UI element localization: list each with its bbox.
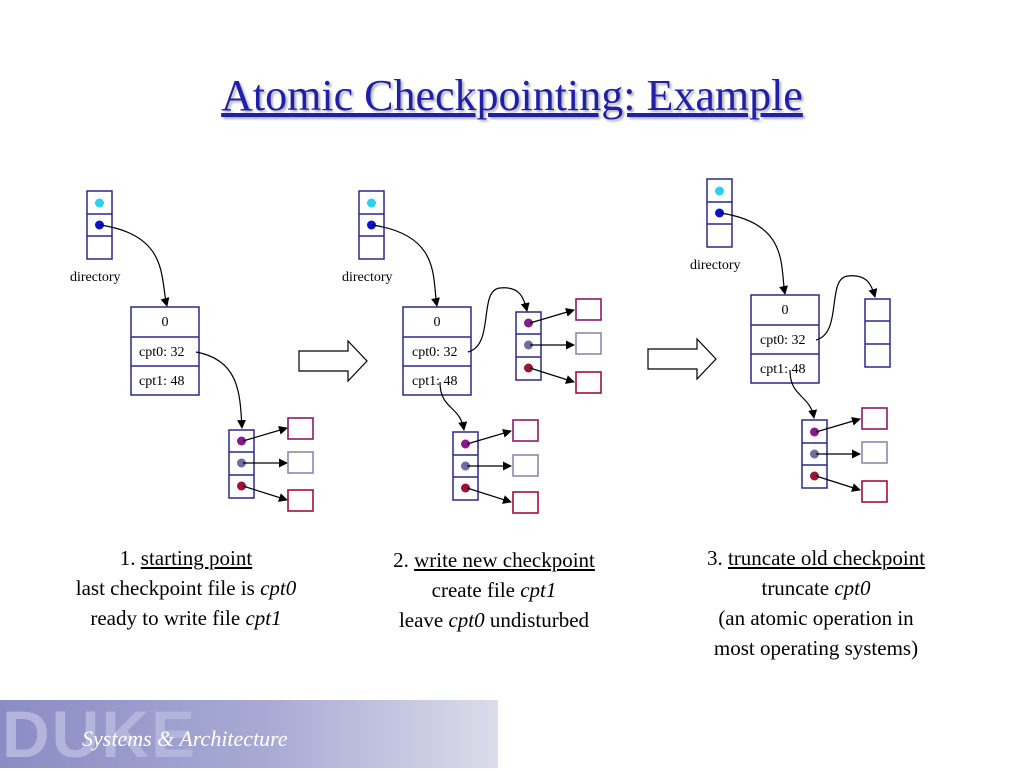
step-2-caption: 2. write new checkpoint create file cpt1… bbox=[393, 548, 595, 632]
svg-text:cpt0: 32: cpt0: 32 bbox=[412, 345, 458, 360]
step-1-caption: 1. starting point last checkpoint file i… bbox=[75, 546, 297, 630]
directory-label: directory bbox=[70, 270, 121, 285]
new-file-index-block bbox=[515, 311, 542, 381]
transition-arrow-1 bbox=[298, 339, 368, 383]
inode-cpt1: cpt1: 48 bbox=[139, 374, 185, 389]
slide-title: Atomic Checkpointing: Example bbox=[221, 71, 803, 120]
data-block-2 bbox=[287, 451, 314, 474]
directory-entry-dot bbox=[95, 198, 104, 208]
panel-2: directory 0 cpt0: 32 cpt1: 48 bbox=[342, 190, 602, 514]
inode-box: 0 cpt0: 32 cpt1: 48 bbox=[750, 294, 820, 384]
directory-table bbox=[706, 178, 733, 248]
truncated-index-block bbox=[864, 298, 891, 368]
step-2-heading: write new checkpoint bbox=[414, 548, 595, 572]
inode-box: 0 cpt0: 32 cpt1: 48 bbox=[402, 306, 472, 396]
directory-label: directory bbox=[690, 258, 741, 273]
file-index-block bbox=[801, 419, 828, 489]
step-3-caption: 3. truncate old checkpoint truncate cpt0… bbox=[706, 546, 926, 660]
footer-text: Systems & Architecture bbox=[82, 726, 288, 751]
svg-text:0: 0 bbox=[434, 315, 441, 330]
directory-table bbox=[86, 190, 113, 260]
step-3-heading: truncate old checkpoint bbox=[727, 546, 926, 570]
checkpoint-diagram: directory 0 cpt0: 32 cpt1: 48 bbox=[70, 178, 891, 514]
directory-label: directory bbox=[342, 270, 393, 285]
svg-text:cpt0: 32: cpt0: 32 bbox=[760, 333, 806, 348]
svg-text:cpt1: 48: cpt1: 48 bbox=[760, 362, 806, 377]
svg-text:0: 0 bbox=[782, 303, 789, 318]
duke-logo: DUKE bbox=[2, 697, 198, 771]
inode-box: 0 cpt0: 32 cpt1: 48 bbox=[130, 306, 200, 396]
directory-pointer-dot bbox=[95, 220, 104, 230]
footer-banner: DUKE Systems & Architecture bbox=[0, 697, 498, 771]
transition-arrow-2 bbox=[647, 337, 717, 381]
svg-text:cpt1: 48: cpt1: 48 bbox=[412, 374, 458, 389]
directory-table bbox=[358, 190, 385, 260]
file-index-block bbox=[228, 429, 255, 499]
data-block-1 bbox=[287, 417, 314, 440]
inode-slot-0: 0 bbox=[162, 315, 169, 330]
panel-1: directory 0 cpt0: 32 cpt1: 48 bbox=[70, 190, 314, 512]
data-block-3 bbox=[287, 489, 314, 512]
panel-3: directory 0 cpt0: 32 cpt1: 48 bbox=[690, 178, 891, 503]
inode-cpt0: cpt0: 32 bbox=[139, 345, 185, 360]
step-1-heading: starting point bbox=[140, 546, 253, 570]
